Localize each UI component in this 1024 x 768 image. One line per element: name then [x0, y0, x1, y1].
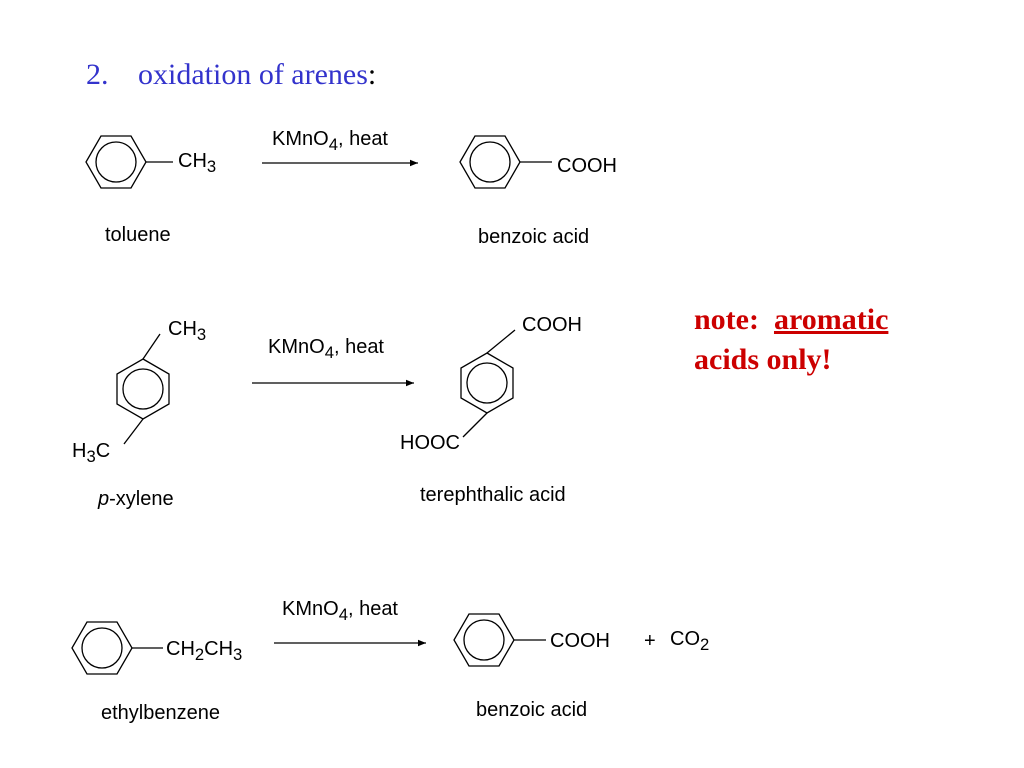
benzoic-acid-substituent-1: COOH: [557, 155, 617, 177]
ethylbenzene-name: ethylbenzene: [101, 702, 220, 724]
ethylbenzene-ring: [71, 621, 163, 675]
terephthalic-acid-top-substituent: COOH: [522, 314, 582, 336]
toluene-ring: [85, 135, 173, 189]
note-prefix: note:: [694, 303, 759, 336]
title-number: 2.: [86, 58, 109, 91]
p-xylene-bottom-substituent: H3C: [72, 440, 111, 466]
reagent-1: KMnO4, heat: [272, 128, 388, 154]
ethylbenzene-substituent: CH2CH3: [166, 638, 243, 664]
benzoic-acid-ring-1: [459, 135, 552, 189]
benzoic-acid-name-1: benzoic acid: [478, 226, 590, 248]
title-text: oxidation of arenes: [138, 58, 368, 91]
title-colon: :: [367, 58, 377, 91]
note-emphasis: aromatic: [773, 303, 889, 336]
reagent-3: KMnO4, heat: [282, 598, 398, 624]
co2-byproduct: CO2: [670, 628, 710, 654]
reagent-2: KMnO4, heat: [268, 336, 384, 362]
benzoic-acid-ring-3: [453, 613, 546, 667]
p-xylene-ring: [116, 333, 170, 445]
p-xylene-name: p-xylene: [98, 488, 174, 510]
note-callout: note: aromatic acids only!: [694, 300, 888, 380]
terephthalic-acid-ring: [460, 329, 516, 438]
benzoic-acid-substituent-3: COOH: [550, 630, 610, 652]
toluene-substituent: CH3: [178, 150, 217, 176]
slide-title: 2. oxidation of arenes:: [86, 58, 376, 92]
note-line-1: note: aromatic: [694, 300, 888, 340]
plus-sign: +: [644, 630, 656, 652]
p-xylene-top-substituent: CH3: [168, 318, 207, 344]
note-line-2: acids only!: [694, 343, 832, 376]
terephthalic-acid-bottom-substituent: HOOC: [400, 432, 460, 454]
terephthalic-acid-name: terephthalic acid: [420, 484, 566, 506]
benzoic-acid-name-3: benzoic acid: [476, 699, 588, 721]
toluene-name: toluene: [105, 224, 171, 246]
